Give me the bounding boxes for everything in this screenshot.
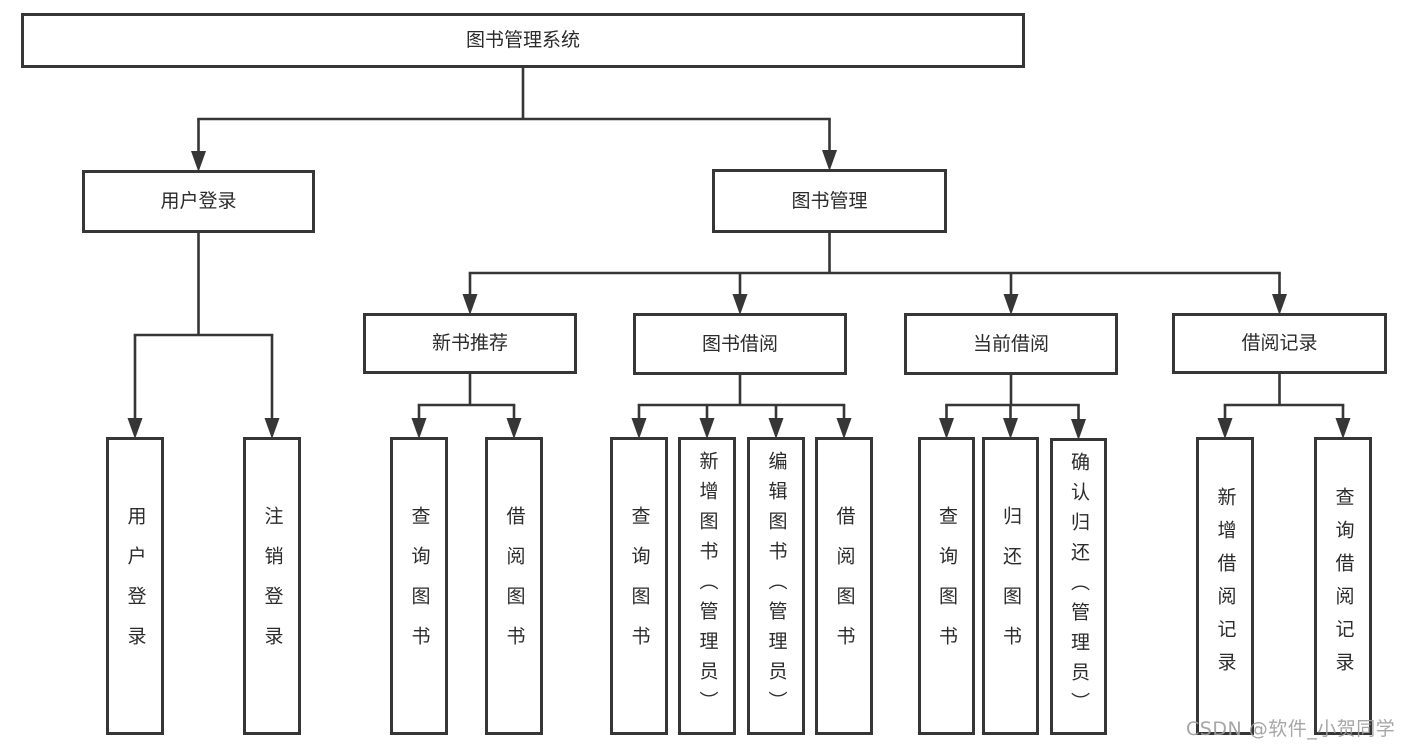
leaf-logout-label: 注销登录: [261, 506, 284, 666]
edge-node-book-management: [462, 232, 1287, 315]
node-borrow-records: 借阅记录: [1172, 313, 1387, 374]
leaf-query-books-1-label: 查询图书: [408, 506, 431, 666]
arrowhead-icon: [1003, 294, 1019, 315]
node-user-login: 用户登录: [82, 170, 315, 233]
arrowhead-icon: [506, 418, 522, 439]
leaf-query-books-1: 查询图书: [390, 437, 448, 735]
arrowhead-icon: [264, 418, 280, 439]
edge-node-user-login: [127, 232, 280, 439]
leaf-query-books-2: 查询图书: [610, 437, 668, 735]
leaf-query-books-3: 查询图书: [918, 437, 975, 735]
leaf-query-books-2-label: 查询图书: [628, 506, 651, 666]
leaf-edit-book-admin-label: 编辑图书（管理员）: [765, 451, 788, 721]
arrowhead-icon: [631, 418, 647, 439]
leaf-user-login-label: 用户登录: [124, 506, 147, 666]
leaf-add-borrow-record-label: 新增借阅记录: [1214, 487, 1237, 685]
leaf-query-borrow-record: 查询借阅记录: [1314, 437, 1372, 735]
arrowhead-icon: [191, 151, 206, 172]
leaf-borrow-books-1: 借阅图书: [485, 437, 543, 735]
leaf-return-books-label: 归还图书: [1000, 506, 1022, 666]
arrowhead-icon: [836, 418, 852, 439]
arrowhead-icon: [1071, 419, 1086, 440]
node-book-borrow: 图书借阅: [633, 313, 847, 375]
arrowhead-icon: [1272, 294, 1287, 315]
arrowhead-icon: [411, 418, 427, 439]
arrowhead-icon: [127, 418, 143, 439]
leaf-add-borrow-record: 新增借阅记录: [1196, 437, 1254, 735]
node-current-borrow: 当前借阅: [904, 313, 1118, 375]
node-book-management: 图书管理: [712, 169, 947, 233]
leaf-user-login: 用户登录: [106, 437, 164, 735]
node-book-borrow-label: 图书借阅: [701, 332, 778, 355]
leaf-query-borrow-record-label: 查询借阅记录: [1332, 487, 1355, 685]
arrowhead-icon: [1003, 418, 1018, 439]
arrowhead-icon: [822, 150, 837, 171]
leaf-query-books-3-label: 查询图书: [936, 506, 958, 666]
edge-node-new-book-recommend: [411, 373, 522, 439]
edge-node-book-borrow: [631, 374, 852, 439]
arrowhead-icon: [768, 418, 784, 439]
leaf-borrow-books-1-label: 借阅图书: [503, 506, 526, 666]
arrowhead-icon: [1335, 418, 1351, 439]
node-system-root-label: 图书管理系统: [465, 29, 580, 51]
node-user-login-label: 用户登录: [160, 190, 237, 212]
leaf-logout: 注销登录: [243, 437, 301, 735]
arrowhead-icon: [462, 294, 478, 315]
node-current-borrow-label: 当前借阅: [972, 332, 1049, 355]
arrowhead-icon: [1217, 418, 1233, 439]
node-system-root: 图书管理系统: [21, 13, 1025, 68]
leaf-confirm-return-admin-label: 确认归还（管理员）: [1068, 451, 1090, 722]
node-new-book-recommend: 新书推荐: [363, 313, 577, 374]
leaf-borrow-books-2-label: 借阅图书: [833, 506, 856, 666]
arrowhead-icon: [732, 294, 748, 315]
watermark-text: CSDN @软件_小贺同学: [1186, 718, 1396, 740]
leaf-confirm-return-admin: 确认归还（管理员）: [1050, 438, 1107, 735]
leaf-add-book-admin: 新增图书（管理员）: [678, 437, 736, 735]
leaf-return-books: 归还图书: [982, 437, 1039, 735]
arrowhead-icon: [939, 418, 954, 439]
arrowhead-icon: [699, 418, 715, 439]
leaf-borrow-books-2: 借阅图书: [815, 437, 873, 735]
node-borrow-records-label: 借阅记录: [1241, 332, 1318, 354]
edge-node-system-root: [191, 67, 837, 172]
node-new-book-recommend-label: 新书推荐: [431, 332, 508, 354]
edge-node-borrow-records: [1217, 373, 1351, 439]
leaf-add-book-admin-label: 新增图书（管理员）: [696, 451, 719, 721]
node-book-management-label: 图书管理: [791, 189, 868, 212]
leaf-edit-book-admin: 编辑图书（管理员）: [747, 437, 805, 735]
edge-node-current-borrow: [939, 374, 1086, 440]
